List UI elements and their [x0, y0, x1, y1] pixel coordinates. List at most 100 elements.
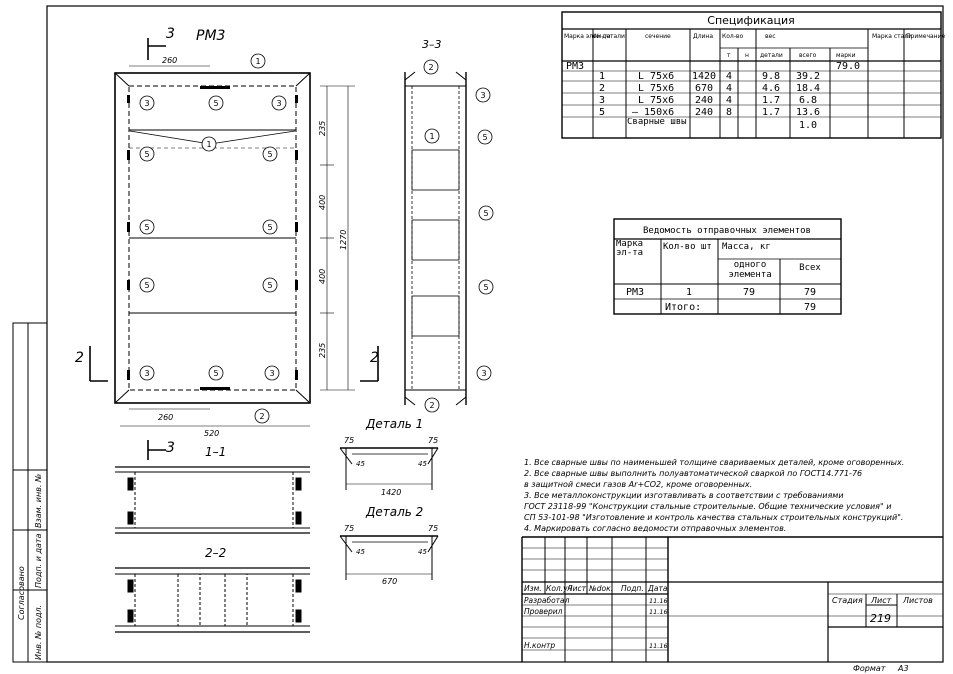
- callout-5-e: 5: [267, 223, 272, 232]
- spec-h-qn: н: [745, 52, 749, 59]
- d2-dim-45a: 45: [356, 548, 365, 556]
- spec-h-weight: вес: [765, 33, 776, 40]
- tb-date-nkontr: 11.16: [649, 642, 668, 650]
- spec-r5-wt: 1.0: [799, 120, 817, 131]
- stamp-inv: Инв. № подл.: [34, 605, 43, 660]
- spec-h-mark: Марка элем-та: [564, 33, 611, 40]
- s33-callout-1: 1: [429, 132, 434, 141]
- note-line-7: 4. Маркировать согласно ведомости отправ…: [524, 524, 786, 533]
- shipping-table: [613, 218, 842, 315]
- callout-1-main: 1: [206, 140, 211, 149]
- main-view: [114, 72, 311, 404]
- d1-dim-45b: 45: [418, 460, 427, 468]
- detail2-title: Деталь 2: [365, 505, 423, 519]
- tb-col-kol: Кол.уч: [546, 584, 573, 593]
- note-line-6: СП 53-101-98 "Изготовление и контроль ка…: [524, 513, 903, 522]
- tb-role-check: Проверил: [524, 607, 563, 616]
- d2-dim-670: 670: [382, 577, 397, 586]
- spec-r2-wd: 4.6: [762, 83, 780, 94]
- dim-400-a: 400: [318, 195, 327, 210]
- spec-h-wt: всего: [799, 52, 817, 59]
- tb-date-check: 11.16: [649, 608, 668, 616]
- ship-total-label: Итого:: [665, 302, 701, 313]
- ship-r-all: 79: [804, 287, 816, 298]
- spec-r1-wd: 9.8: [762, 71, 780, 82]
- d1-dim-45a: 45: [356, 460, 365, 468]
- section-3-3: [404, 71, 467, 406]
- tb-col-list: Лист: [566, 584, 587, 593]
- tb-col-doc: №doк.: [588, 584, 613, 593]
- frame-outline: [114, 72, 311, 404]
- section-2-2: [115, 567, 310, 633]
- spec-h-section: сечение: [645, 33, 671, 40]
- spec-r5-section: Сварные швы: [627, 118, 687, 127]
- callout-2-bot: 2: [259, 412, 264, 421]
- spec-r3-section: L 75x6: [638, 95, 674, 106]
- spec-title: Спецификация: [707, 14, 794, 27]
- ship-r-one: 79: [743, 287, 755, 298]
- spec-r2-length: 670: [695, 83, 713, 94]
- spec-r4-no: 5: [599, 107, 605, 118]
- s33-callout-2a: 2: [428, 63, 433, 72]
- callout-5-d: 5: [144, 223, 149, 232]
- ship-h-one: одного элемента: [728, 260, 772, 280]
- spec-r0-mark: РМ3: [566, 61, 584, 72]
- callout-5-b: 5: [144, 150, 149, 159]
- s33-callout-5c: 5: [483, 283, 488, 292]
- spec-r1-length: 1420: [692, 71, 716, 82]
- notes: 1. Все сварные швы по наименьшей толщине…: [524, 458, 904, 533]
- callout-5-a: 5: [213, 99, 218, 108]
- tb-sheet-no: 219: [870, 612, 891, 625]
- s33-callout-5a: 5: [482, 133, 487, 142]
- tb-format-value: А3: [897, 664, 909, 673]
- callout-3-d: 3: [269, 369, 274, 378]
- title-block: [521, 536, 943, 662]
- detail-1: [339, 447, 439, 490]
- dim-400-b: 400: [318, 269, 327, 284]
- dim-260-bot: 260: [158, 413, 173, 422]
- d2-dim-75b: 75: [428, 524, 438, 533]
- tb-date-dev: 11.16: [649, 597, 668, 605]
- spec-r2-section: L 75x6: [638, 83, 674, 94]
- s33-callout-2b: 2: [429, 401, 434, 410]
- spec-h-steel: Марка стали: [872, 33, 912, 40]
- note-line-4: 3. Все металлоконструкции изготавливать …: [524, 491, 844, 500]
- dim-235-b: 235: [318, 343, 327, 358]
- note-line-5: ГОСТ 23118-99 "Конструкции стальные стро…: [524, 502, 891, 511]
- dim-260-top: 260: [162, 56, 177, 65]
- spec-r4-wd: 1.7: [762, 107, 780, 118]
- spec-h-qt: т: [727, 52, 731, 59]
- detail1-title: Деталь 1: [365, 417, 423, 431]
- dim-1270: 1270: [339, 230, 348, 250]
- dim-235-a: 235: [318, 121, 327, 136]
- spec-r1-no: 1: [599, 71, 605, 82]
- spec-h-length: Длина: [693, 33, 713, 40]
- spec-h-qty: Кол-во: [722, 33, 743, 40]
- spec-r3-length: 240: [695, 95, 713, 106]
- section-11-title: 1–1: [205, 445, 226, 459]
- callouts-main: [139, 53, 287, 424]
- tb-col-date: Дата: [647, 584, 668, 593]
- ship-r-qty: 1: [686, 287, 692, 298]
- tb-sheet: Лист: [870, 596, 892, 605]
- tb-col-izm: Изм.: [524, 584, 542, 593]
- stamp-podp: Подп. и дата: [34, 533, 43, 588]
- spec-r3-wd: 1.7: [762, 95, 780, 106]
- spec-r1-section: L 75x6: [638, 71, 674, 82]
- d1-dim-1420: 1420: [381, 488, 401, 497]
- d1-dim-75a: 75: [344, 436, 354, 445]
- side-stamp: [12, 322, 48, 663]
- section-1-1: [115, 466, 310, 534]
- note-line-1: 1. Все сварные швы по наименьшей толщине…: [524, 458, 904, 467]
- stamp-zagl: Согласовано: [17, 566, 26, 620]
- spec-h-wd: детали: [760, 52, 783, 59]
- callout-5-f: 5: [144, 281, 149, 290]
- callout-3-a: 3: [144, 99, 149, 108]
- spec-r2-no: 2: [599, 83, 605, 94]
- tb-col-podp: Подп.: [621, 584, 644, 593]
- cut3-bot: 3: [166, 440, 175, 456]
- tb-stage: Стадия: [832, 596, 863, 605]
- stamp-vzam: Взам. инв. №: [34, 474, 43, 528]
- ship-h-all: Всех: [799, 263, 821, 273]
